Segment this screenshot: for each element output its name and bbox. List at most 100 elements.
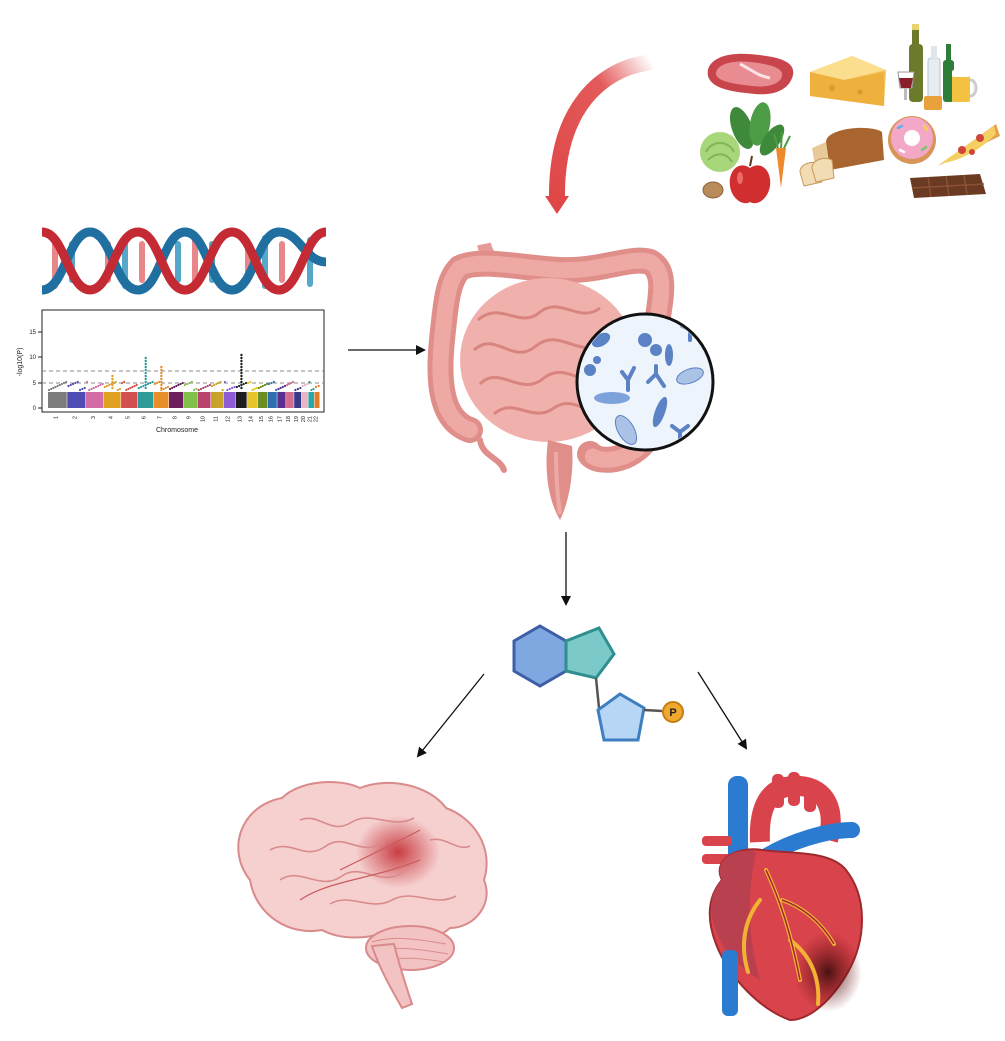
chromosome-tick: 18 bbox=[286, 416, 292, 422]
manhattan-point bbox=[144, 371, 147, 375]
manhattan-point bbox=[137, 386, 140, 390]
manhattan-point bbox=[283, 384, 287, 388]
manhattan-point bbox=[149, 381, 152, 385]
manhattan-point bbox=[208, 383, 212, 387]
manhattan-point bbox=[303, 383, 307, 387]
chromosome-tick: 16 bbox=[269, 416, 275, 422]
manhattan-point bbox=[183, 383, 186, 387]
donut-icon bbox=[888, 116, 936, 164]
manhattan-point bbox=[158, 380, 161, 384]
manhattan-column bbox=[121, 392, 138, 408]
manhattan-column bbox=[48, 392, 67, 408]
manhattan-point bbox=[240, 386, 243, 390]
manhattan-column bbox=[294, 392, 302, 408]
manhattan-point bbox=[123, 380, 126, 384]
chromosome-tick: 15 bbox=[259, 416, 265, 422]
manhattan-point bbox=[240, 356, 243, 360]
manhattan-point bbox=[160, 368, 163, 372]
pizza-icon bbox=[938, 124, 1000, 166]
manhattan-point bbox=[164, 386, 167, 390]
chromosome-tick: 6 bbox=[142, 416, 148, 419]
manhattan-point bbox=[166, 385, 170, 389]
manhattan-point bbox=[231, 386, 234, 390]
manhattan-point bbox=[171, 386, 174, 390]
manhattan-point bbox=[111, 383, 114, 387]
manhattan-point bbox=[127, 387, 130, 391]
manhattan-point bbox=[121, 381, 124, 385]
manhattan-point bbox=[69, 383, 72, 387]
manhattan-point bbox=[288, 382, 291, 386]
manhattan-point bbox=[54, 385, 57, 389]
manhattan-point bbox=[228, 387, 231, 391]
manhattan-column bbox=[257, 392, 268, 408]
manhattan-point bbox=[92, 386, 95, 390]
manhattan-point bbox=[310, 388, 313, 392]
phosphate-label: P bbox=[669, 707, 676, 719]
manhattan-point bbox=[160, 386, 163, 390]
manhattan-point bbox=[177, 383, 180, 387]
manhattan-point bbox=[240, 371, 243, 375]
manhattan-point bbox=[247, 381, 250, 385]
manhattan-point bbox=[160, 388, 163, 392]
manhattan-point bbox=[50, 387, 53, 391]
manhattan-point bbox=[160, 380, 163, 384]
manhattan-point bbox=[111, 374, 114, 378]
manhattan-point bbox=[272, 380, 275, 384]
manhattan-point bbox=[259, 385, 262, 389]
carrot-icon bbox=[773, 131, 791, 188]
dna-icon bbox=[41, 227, 328, 295]
manhattan-column bbox=[169, 392, 184, 408]
manhattan-point bbox=[195, 387, 198, 391]
manhattan-point bbox=[294, 388, 297, 392]
chromosome-tick: 20 bbox=[301, 416, 307, 422]
manhattan-point bbox=[144, 359, 147, 363]
manhattan-column bbox=[153, 392, 169, 408]
brain-icon bbox=[237, 781, 488, 1010]
chromosome-tick: 13 bbox=[237, 416, 243, 422]
manhattan-point bbox=[111, 377, 114, 381]
chromosome-tick: 17 bbox=[278, 416, 284, 422]
manhattan-point bbox=[290, 381, 293, 385]
chromosome-tick: 4 bbox=[108, 416, 114, 419]
manhattan-point bbox=[193, 388, 196, 392]
manhattan-point bbox=[97, 384, 100, 388]
chromosome-tick: 10 bbox=[200, 416, 206, 422]
manhattan-column bbox=[85, 392, 104, 408]
manhattan-point bbox=[197, 388, 200, 392]
manhattan-point bbox=[83, 386, 86, 390]
manhattan-point bbox=[240, 368, 243, 372]
manhattan-point bbox=[308, 380, 311, 384]
manhattan-point bbox=[317, 384, 320, 388]
y-tick: 5 bbox=[33, 381, 37, 387]
manhattan-column bbox=[247, 392, 258, 408]
manhattan-point bbox=[235, 385, 238, 389]
manhattan-point bbox=[263, 383, 266, 387]
manhattan-point bbox=[142, 384, 145, 388]
manhattan-point bbox=[71, 382, 75, 386]
y-axis-label: -log10(P) bbox=[17, 348, 24, 377]
manhattan-point bbox=[81, 387, 84, 391]
chromosome-tick: 19 bbox=[294, 416, 300, 422]
manhattan-point bbox=[233, 385, 236, 389]
manhattan-point bbox=[242, 382, 245, 386]
manhattan-point bbox=[144, 377, 147, 381]
manhattan-point bbox=[146, 382, 150, 386]
walnut-icon bbox=[702, 181, 724, 199]
manhattan-point bbox=[314, 385, 317, 389]
manhattan-point bbox=[67, 384, 70, 388]
manhattan-point bbox=[267, 382, 271, 386]
chromosome-tick: 5 bbox=[125, 416, 131, 419]
phosphate-icon bbox=[662, 701, 684, 723]
manhattan-point bbox=[129, 386, 132, 390]
manhattan-point bbox=[144, 362, 147, 366]
manhattan-point bbox=[219, 380, 222, 384]
manhattan-point bbox=[151, 380, 154, 384]
manhattan-column bbox=[301, 392, 308, 408]
manhattan-point bbox=[181, 381, 184, 385]
heart-icon bbox=[702, 772, 863, 1022]
x-axis-label: Chromosome bbox=[156, 427, 198, 434]
manhattan-point bbox=[253, 387, 256, 391]
manhattan-column bbox=[286, 392, 294, 408]
manhattan-point bbox=[255, 386, 258, 390]
